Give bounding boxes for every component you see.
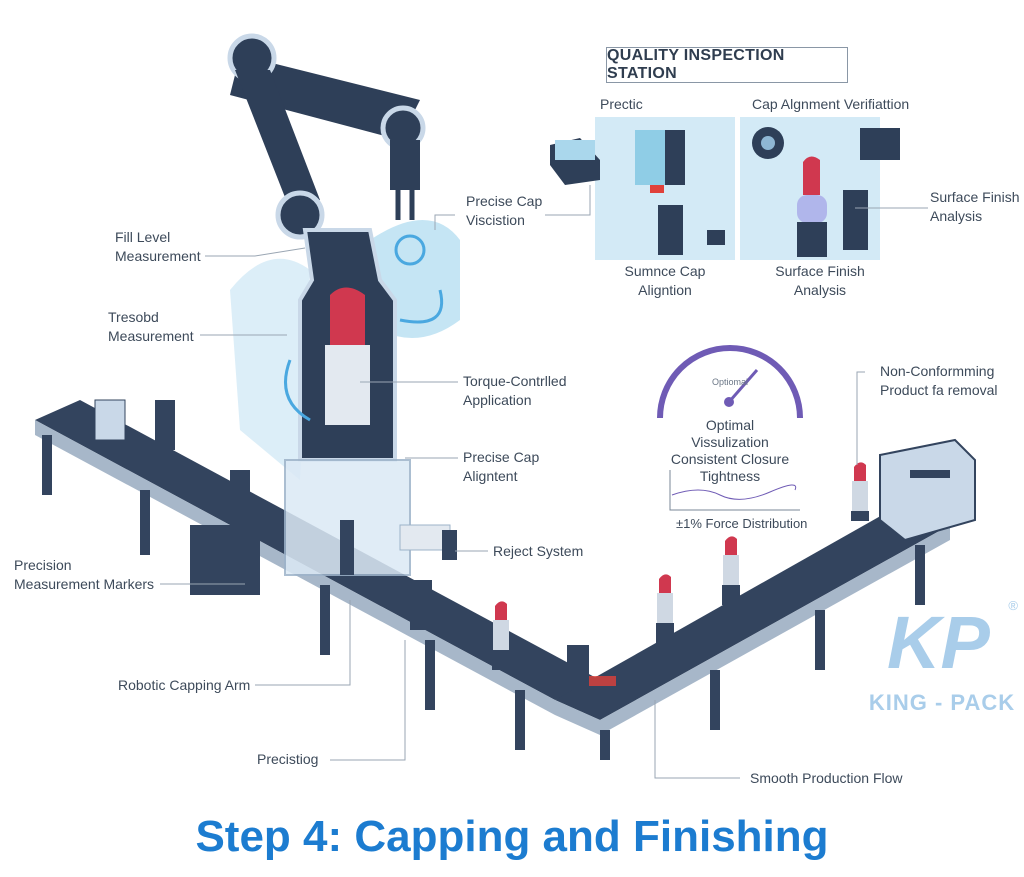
reject-system-label: Reject System bbox=[493, 543, 584, 559]
lipsticks-on-conveyor bbox=[492, 462, 869, 670]
tightness-gauge bbox=[657, 345, 803, 511]
inspection-panels bbox=[550, 117, 900, 260]
precistiog-label: Precistiog bbox=[257, 751, 319, 767]
station-title: QUALITY INSPECTION STATION bbox=[606, 47, 848, 83]
panel-right-top-label: Cap Algnment Verifiattion bbox=[752, 96, 910, 112]
leader-lines bbox=[160, 185, 928, 779]
precision-markers-label: Precision Measurement Markers bbox=[14, 557, 155, 592]
precise-cap-viscistion-label: Precise Cap Viscistion bbox=[466, 193, 543, 228]
tresobd-label: Tresobd Measurement bbox=[108, 309, 194, 344]
surface-finish-label: Surface Finish Analysis bbox=[930, 189, 1020, 224]
conveyor-right bbox=[555, 505, 950, 760]
robotic-arm-label: Robotic Capping Arm bbox=[118, 677, 251, 693]
step-title: Step 4: Capping and Finishing bbox=[195, 812, 829, 861]
gauge-caption: Optimal Vissulization Consistent Closure… bbox=[670, 417, 790, 484]
panel-right-bottom-label: Surface Finish Analysis bbox=[775, 263, 865, 298]
panel-left-top-label: Prectic bbox=[600, 96, 643, 112]
registered-mark: ® bbox=[1008, 598, 1018, 613]
torque-label: Torque-Contrlled Application bbox=[463, 373, 567, 408]
king-pack-logo: KP ® KING - PACK bbox=[862, 598, 1022, 723]
fill-level-label: Fill Level Measurement bbox=[115, 229, 201, 264]
smooth-flow-label: Smooth Production Flow bbox=[750, 770, 903, 786]
gauge-dial-label: Optiomal bbox=[711, 377, 748, 387]
logo-mark: KP bbox=[887, 601, 990, 684]
robotic-capping-arm bbox=[227, 33, 460, 576]
reject-unit bbox=[879, 438, 976, 542]
measurement-box bbox=[190, 525, 260, 595]
logo-text: KING - PACK bbox=[868, 690, 1016, 715]
non-conforming-label: Non-Conformming Product fa removal bbox=[880, 363, 998, 398]
precise-cap-alignment-label: Precise Cap Aligntent bbox=[463, 449, 540, 484]
force-distribution-label: ±1% Force Distribution bbox=[676, 516, 808, 531]
panel-left-bottom-label: Sumnce Cap Aligntion bbox=[624, 263, 706, 298]
